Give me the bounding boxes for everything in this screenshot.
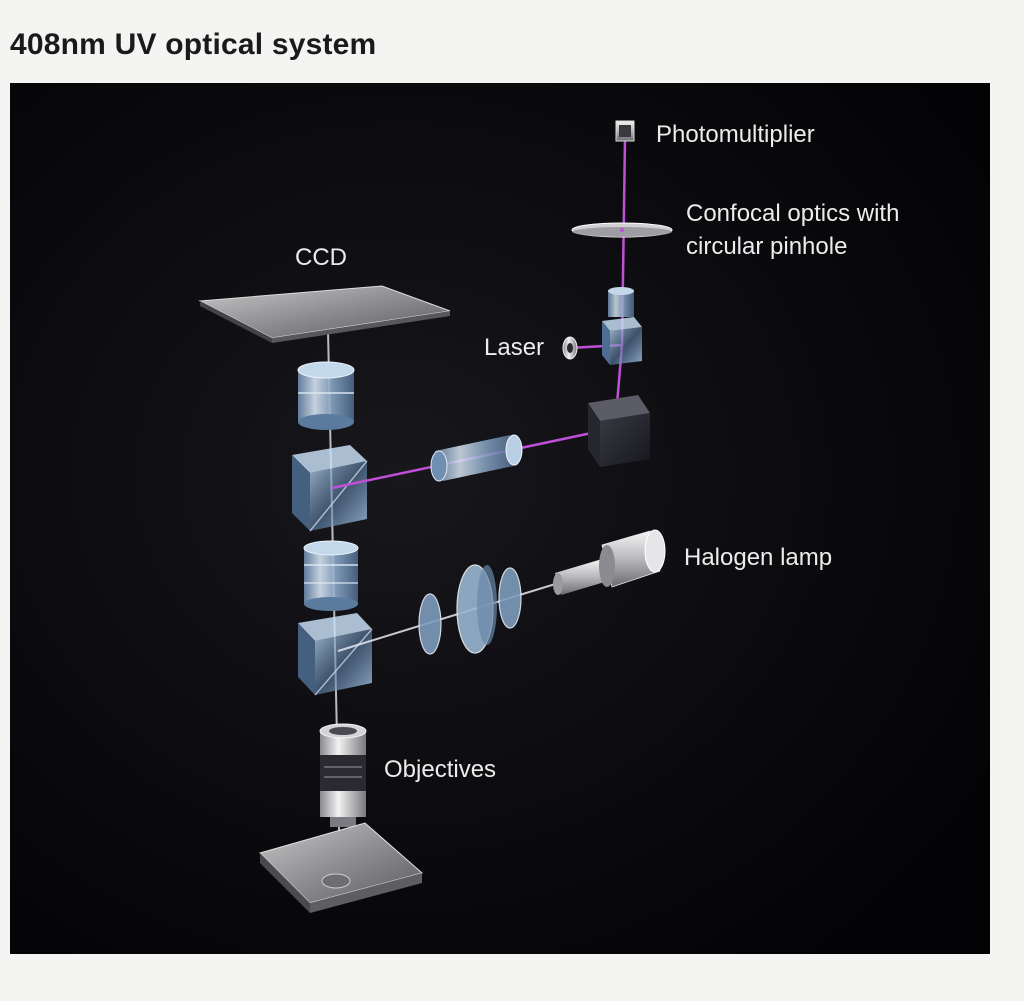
- laser-path-lens: [430, 434, 523, 482]
- confocal-label-line2: circular pinhole: [686, 233, 848, 260]
- upper-lens: [297, 361, 355, 430]
- lower-beam-splitter: [298, 613, 373, 696]
- sample-stage: [259, 822, 424, 913]
- laser-beam-splitter: [602, 287, 642, 365]
- ccd-sensor: [198, 285, 451, 343]
- halogen-lamp: [553, 529, 666, 595]
- photomultiplier: [615, 120, 635, 142]
- condenser-lenses: [418, 564, 522, 655]
- prism: [588, 395, 650, 467]
- middle-lens: [303, 540, 359, 611]
- optical-system-diagram: Photomultiplier Confocal optics with cir…: [10, 83, 990, 954]
- halogen-lamp-label: Halogen lamp: [684, 544, 833, 571]
- confocal-pinhole: [571, 222, 673, 238]
- objectives-label: Objectives: [384, 756, 497, 783]
- upper-beam-splitter: [292, 445, 368, 532]
- optics-illustration: [10, 83, 990, 954]
- photomultiplier-label: Photomultiplier: [656, 121, 815, 148]
- confocal-label-line1: Confocal optics with: [686, 200, 900, 227]
- objective-lens: [319, 723, 367, 827]
- ccd-label: CCD: [295, 244, 347, 271]
- confocal-optics-label: Confocal optics with circular pinhole: [686, 197, 899, 263]
- page-title: 408nm UV optical system: [10, 28, 377, 61]
- laser-label: Laser: [484, 334, 545, 361]
- laser-emitter: [562, 336, 578, 360]
